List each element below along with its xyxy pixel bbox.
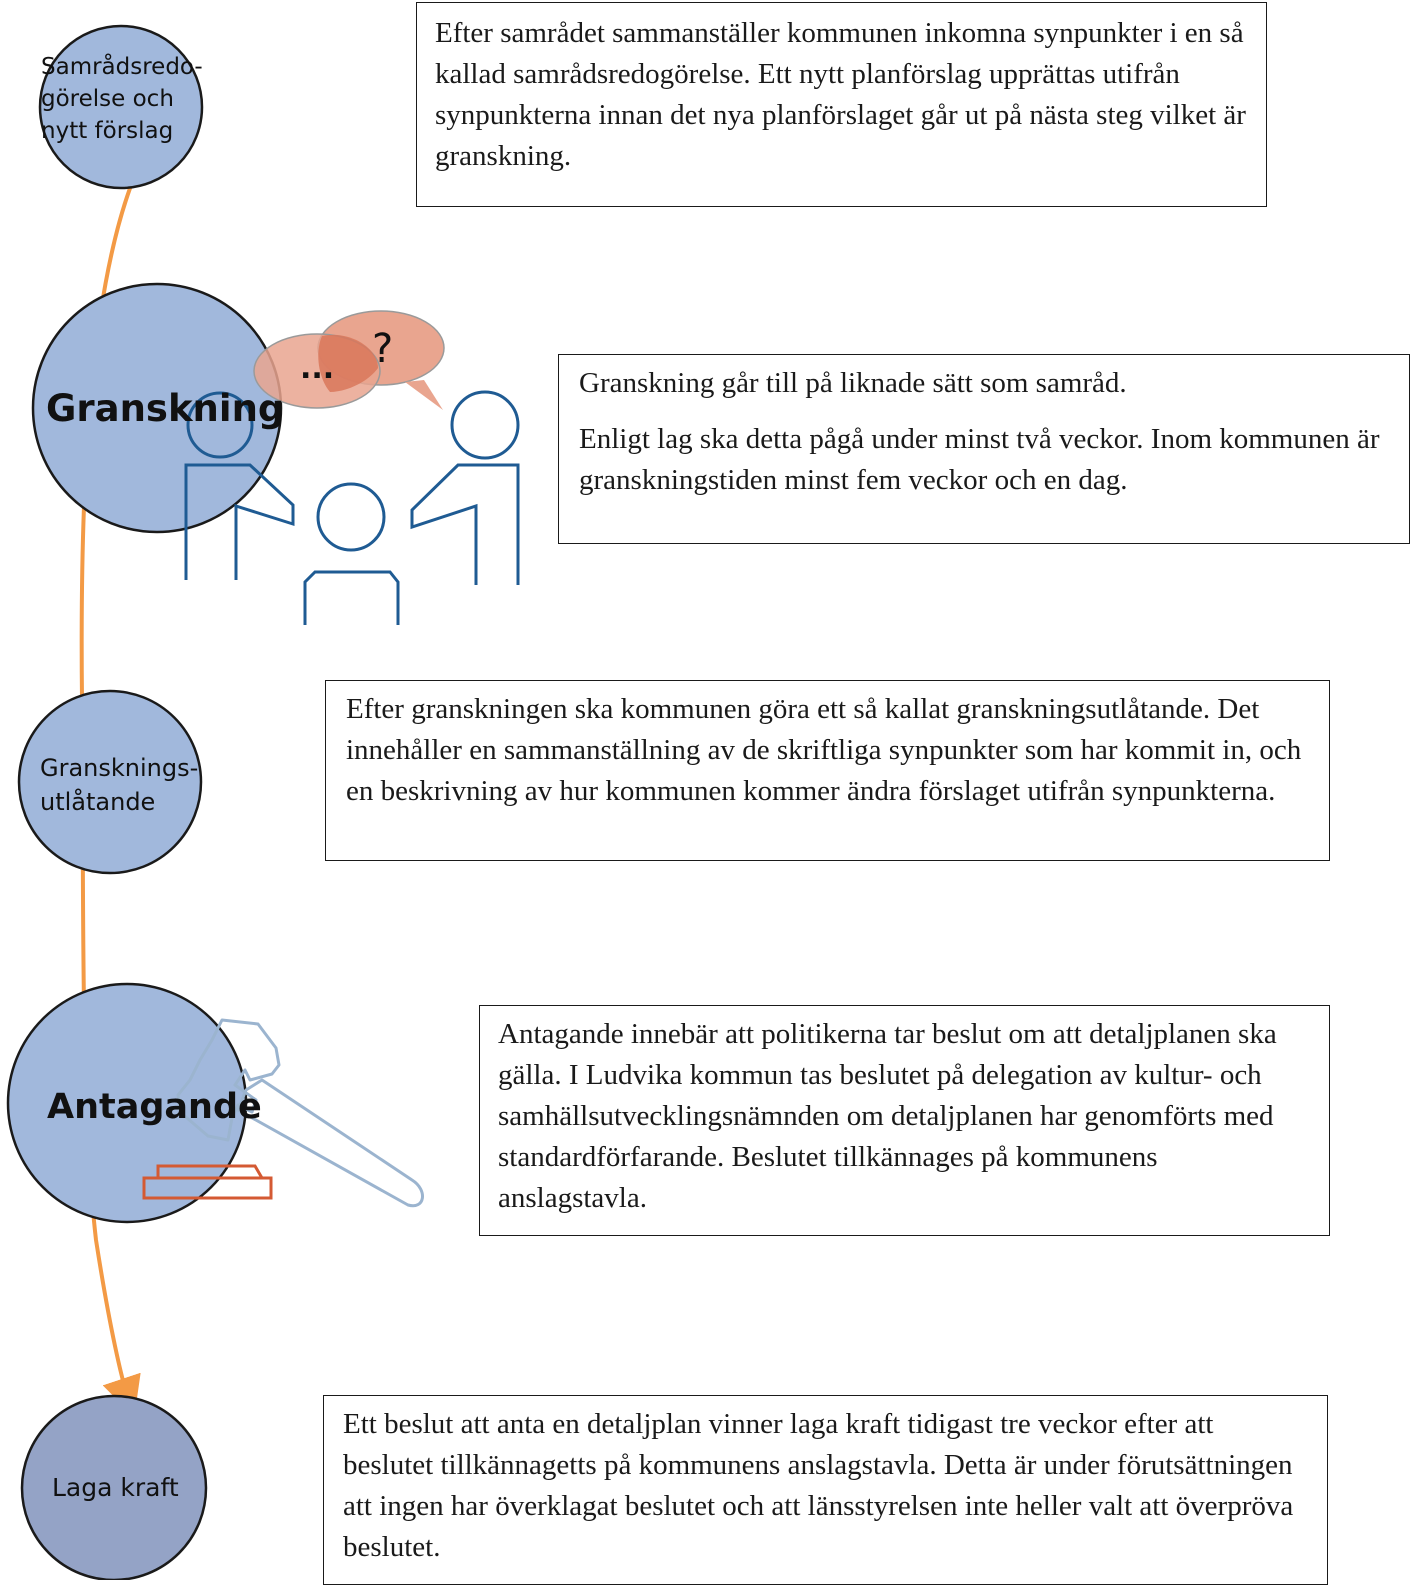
node-granskningsutlatande: Gransknings- utlåtande (17, 689, 206, 875)
node-granskning-label: Granskning (46, 387, 284, 430)
svg-text:Gransknings- utlåtande: Gransknings- utlåtande (40, 754, 206, 816)
node-samradsredogorelse-line-3: nytt förslag (41, 118, 173, 144)
node-granskningsutlatande-line-1: Gransknings- (40, 754, 198, 782)
box-laga-kraft: Ett beslut att anta en detaljplan vinner… (323, 1395, 1328, 1585)
box-granskning: Granskning går till på liknade sätt som … (558, 354, 1410, 544)
speech-bubble-left-text: ... (300, 351, 334, 386)
box-samradsredogorelse: Efter samrådet sammanställer kommunen in… (416, 2, 1267, 207)
sound-block-icon (142, 1164, 273, 1200)
people-discussing-icon (184, 390, 520, 625)
node-granskningsutlatande-line-2: utlåtande (40, 787, 155, 816)
speech-bubble-overlap (318, 334, 378, 392)
node-samradsredogorelse-line-2: görelse och (41, 86, 174, 112)
node-laga-kraft-label: Laga kraft (52, 1473, 179, 1502)
node-samradsredogorelse-line-1: Samrådsredo- (41, 52, 203, 80)
box-laga-kraft-text: Ett beslut att anta en detaljplan vinner… (343, 1408, 1294, 1563)
box-antagande: Antagande innebär att politikerna tar be… (479, 1005, 1330, 1236)
node-granskning (31, 282, 283, 534)
speech-bubble-right-text: ? (372, 326, 393, 372)
node-samradsredogorelse: Samrådsredo- görelse och nytt förslag (38, 24, 210, 190)
box-granskningsutlatande: Efter granskningen ska kommunen göra ett… (325, 680, 1330, 861)
box-granskning-text-1: Granskning går till på liknade sätt som … (579, 367, 1127, 399)
box-samradsredogorelse-text: Efter samrådet sammanställer kommunen in… (435, 17, 1246, 172)
speech-bubbles: ... ? (253, 310, 445, 410)
gavel-icon (176, 1018, 424, 1208)
node-laga-kraft: Laga kraft (20, 1394, 208, 1580)
node-antagande-label: Antagande (47, 1087, 262, 1127)
box-granskning-text-2: Enligt lag ska detta pågå under minst tv… (579, 423, 1380, 496)
box-antagande-text: Antagande innebär att politikerna tar be… (498, 1018, 1277, 1214)
node-antagande (6, 982, 248, 1224)
svg-text:Samrådsredo- görelse och: Samrådsredo- görelse och nytt förslag (41, 52, 210, 144)
box-granskningsutlatande-text: Efter granskningen ska kommunen göra ett… (346, 693, 1302, 807)
